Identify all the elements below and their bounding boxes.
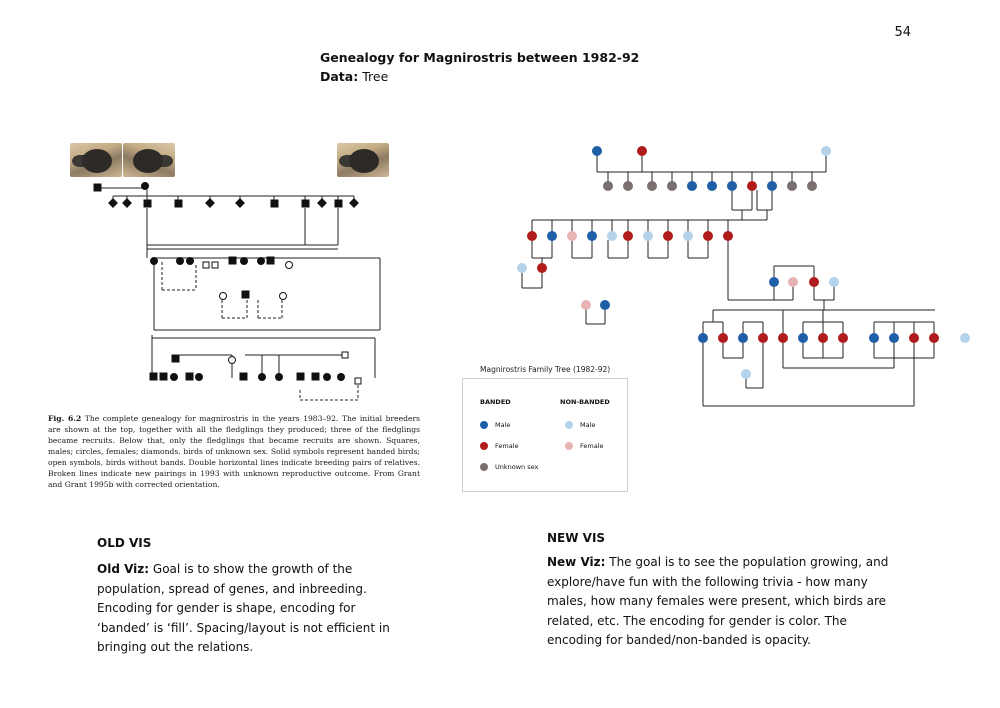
- new-vis-label: New Viz:: [547, 555, 605, 569]
- tree-node: [592, 146, 602, 156]
- old-vis-description: Old Viz: Goal is to show the growth of t…: [97, 560, 397, 658]
- tree-node: [788, 277, 798, 287]
- tree-node: [778, 333, 788, 343]
- tree-node: [718, 333, 728, 343]
- tree-node: [547, 231, 557, 241]
- tree-node: [663, 231, 673, 241]
- tree-node: [517, 263, 527, 273]
- legend-label: Male: [580, 421, 595, 429]
- tree-node: [567, 231, 577, 241]
- legend-banded-heading: BANDED: [480, 398, 511, 406]
- tree-node: [767, 181, 777, 191]
- legend-title: Magnirostris Family Tree (1982-92): [480, 365, 610, 374]
- legend-label: Female: [495, 442, 519, 450]
- tree-node: [741, 369, 751, 379]
- tree-node: [698, 333, 708, 343]
- legend-item-nonbanded-female: Female: [565, 442, 604, 450]
- tree-node: [909, 333, 919, 343]
- tree-node: [607, 231, 617, 241]
- tree-node: [687, 181, 697, 191]
- new-vis-heading: NEW VIS: [547, 531, 605, 545]
- legend-item-banded-female: Female: [480, 442, 519, 450]
- tree-node: [647, 181, 657, 191]
- tree-node: [667, 181, 677, 191]
- unknown-dot-icon: [480, 463, 488, 471]
- tree-node: [587, 231, 597, 241]
- nonbanded-male-dot-icon: [565, 421, 573, 429]
- tree-node: [603, 181, 613, 191]
- tree-node: [707, 181, 717, 191]
- tree-node: [738, 333, 748, 343]
- tree-node: [623, 181, 633, 191]
- new-vis-description: New Viz: The goal is to see the populati…: [547, 553, 889, 651]
- tree-node: [818, 333, 828, 343]
- male-dot-icon: [480, 421, 488, 429]
- tree-node: [600, 300, 610, 310]
- tree-node: [747, 181, 757, 191]
- tree-node: [703, 231, 713, 241]
- tree-node: [821, 146, 831, 156]
- tree-node: [929, 333, 939, 343]
- tree-node: [769, 277, 779, 287]
- nonbanded-female-dot-icon: [565, 442, 573, 450]
- legend-item-banded-male: Male: [480, 421, 510, 429]
- legend-item-unknown: Unknown sex: [480, 463, 538, 471]
- legend-nonbanded-heading: NON-BANDED: [560, 398, 610, 406]
- old-vis-heading: OLD VIS: [97, 536, 151, 550]
- tree-node: [807, 181, 817, 191]
- old-vis-label: Old Viz:: [97, 562, 149, 576]
- tree-node: [727, 181, 737, 191]
- tree-node: [758, 333, 768, 343]
- legend-item-nonbanded-male: Male: [565, 421, 595, 429]
- tree-node: [838, 333, 848, 343]
- tree-node: [829, 277, 839, 287]
- tree-node: [537, 263, 547, 273]
- tree-node: [809, 277, 819, 287]
- tree-node: [527, 231, 537, 241]
- tree-node: [581, 300, 591, 310]
- tree-node: [787, 181, 797, 191]
- legend-label: Unknown sex: [495, 463, 538, 471]
- legend-label: Male: [495, 421, 510, 429]
- tree-node: [798, 333, 808, 343]
- tree-node: [643, 231, 653, 241]
- tree-node: [723, 231, 733, 241]
- legend-label: Female: [580, 442, 604, 450]
- tree-node: [637, 146, 647, 156]
- tree-node: [683, 231, 693, 241]
- tree-node: [623, 231, 633, 241]
- female-dot-icon: [480, 442, 488, 450]
- tree-node: [889, 333, 899, 343]
- tree-node: [869, 333, 879, 343]
- legend-box: [462, 378, 628, 492]
- tree-node: [960, 333, 970, 343]
